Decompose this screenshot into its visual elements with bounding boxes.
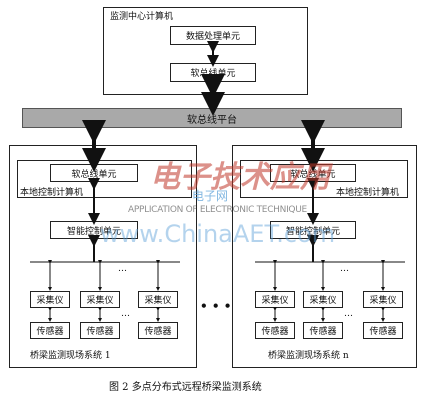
left-sensor-3: 传感器 — [138, 322, 178, 339]
left-system-label: 桥梁监测现场系统 1 — [30, 351, 111, 361]
right-ellipsis-top: … — [340, 264, 349, 274]
left-ellipsis-mid: … — [121, 309, 130, 319]
left-ellipsis-top: … — [118, 264, 127, 274]
left-sensor-1: 传感器 — [30, 322, 70, 339]
left-sensor-2: 传感器 — [80, 322, 120, 339]
right-local-pc-label: 本地控制计算机 — [336, 188, 400, 198]
right-sensor-1: 传感器 — [255, 322, 295, 339]
right-sensor-2: 传感器 — [303, 322, 343, 339]
right-ellipsis-mid: … — [344, 309, 353, 319]
between-systems-dots: • • • — [200, 299, 232, 313]
left-local-pc-label: 本地控制计算机 — [20, 188, 84, 198]
monitoring-center-title: 监测中心计算机 — [110, 12, 174, 22]
figure-caption: 图 2 多点分布式远程桥梁监测系统 — [109, 382, 262, 393]
right-system-label: 桥梁监测现场系统 n — [268, 351, 349, 361]
right-sensor-3: 传感器 — [363, 322, 403, 339]
